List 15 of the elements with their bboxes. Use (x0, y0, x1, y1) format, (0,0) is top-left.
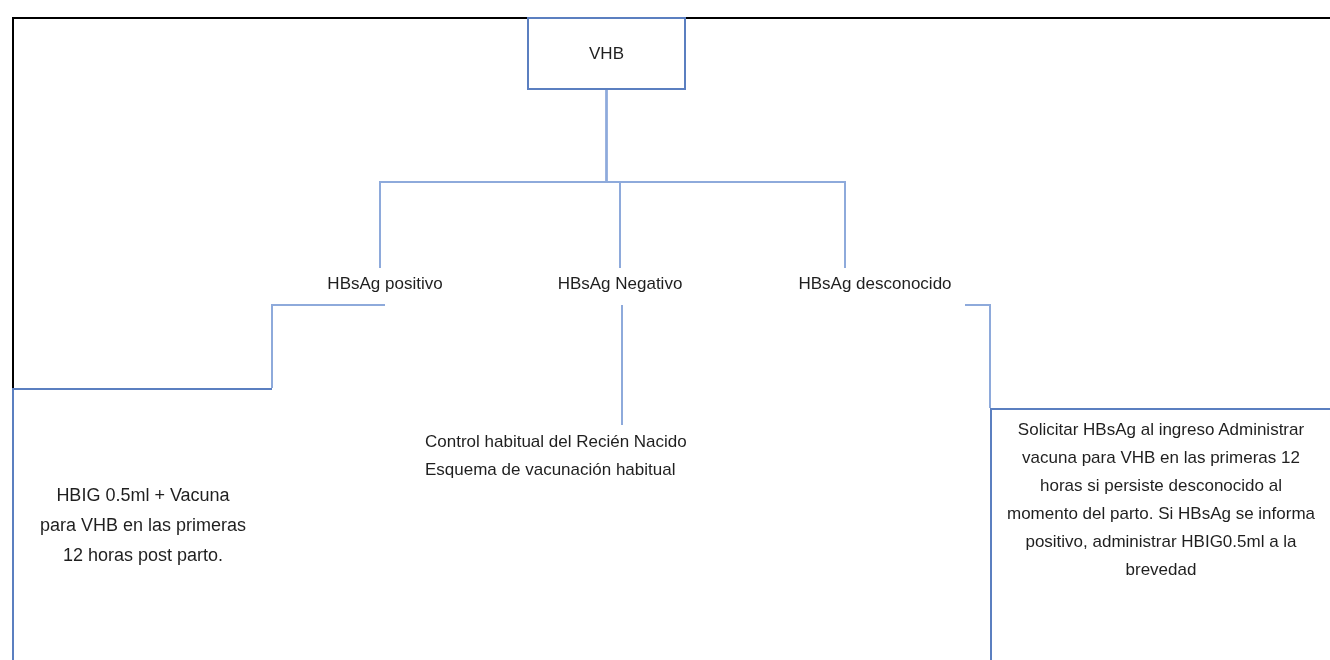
connector-line (621, 304, 623, 426)
node-text: Control habitual del Recién Nacido (425, 431, 687, 453)
node-text: HBIG 0.5ml + Vacuna para VHB en las primeras 12 horas post parto. (38, 484, 248, 567)
process-box (12, 388, 272, 660)
node-label: HBsAg Negativo (525, 268, 715, 300)
node-label: HBsAg positivo (295, 268, 475, 300)
node-label: HBsAg desconocido (755, 268, 995, 300)
connector-line (271, 304, 386, 389)
process-box (527, 17, 686, 90)
connector-line (605, 89, 846, 269)
node-text: Esquema de vacunación habitual (425, 459, 676, 481)
node-text: VHB (589, 42, 624, 65)
connector-line (964, 304, 991, 409)
process-box (990, 408, 1330, 660)
node-text: Solicitar HBsAg al ingreso Administrar vacuna para VHB en las primeras 12 horas si persiste desconocido al momento del parto. Si HBsAg se informa positivo, administrar HBIG0.5ml a la brevedad (1006, 419, 1316, 581)
